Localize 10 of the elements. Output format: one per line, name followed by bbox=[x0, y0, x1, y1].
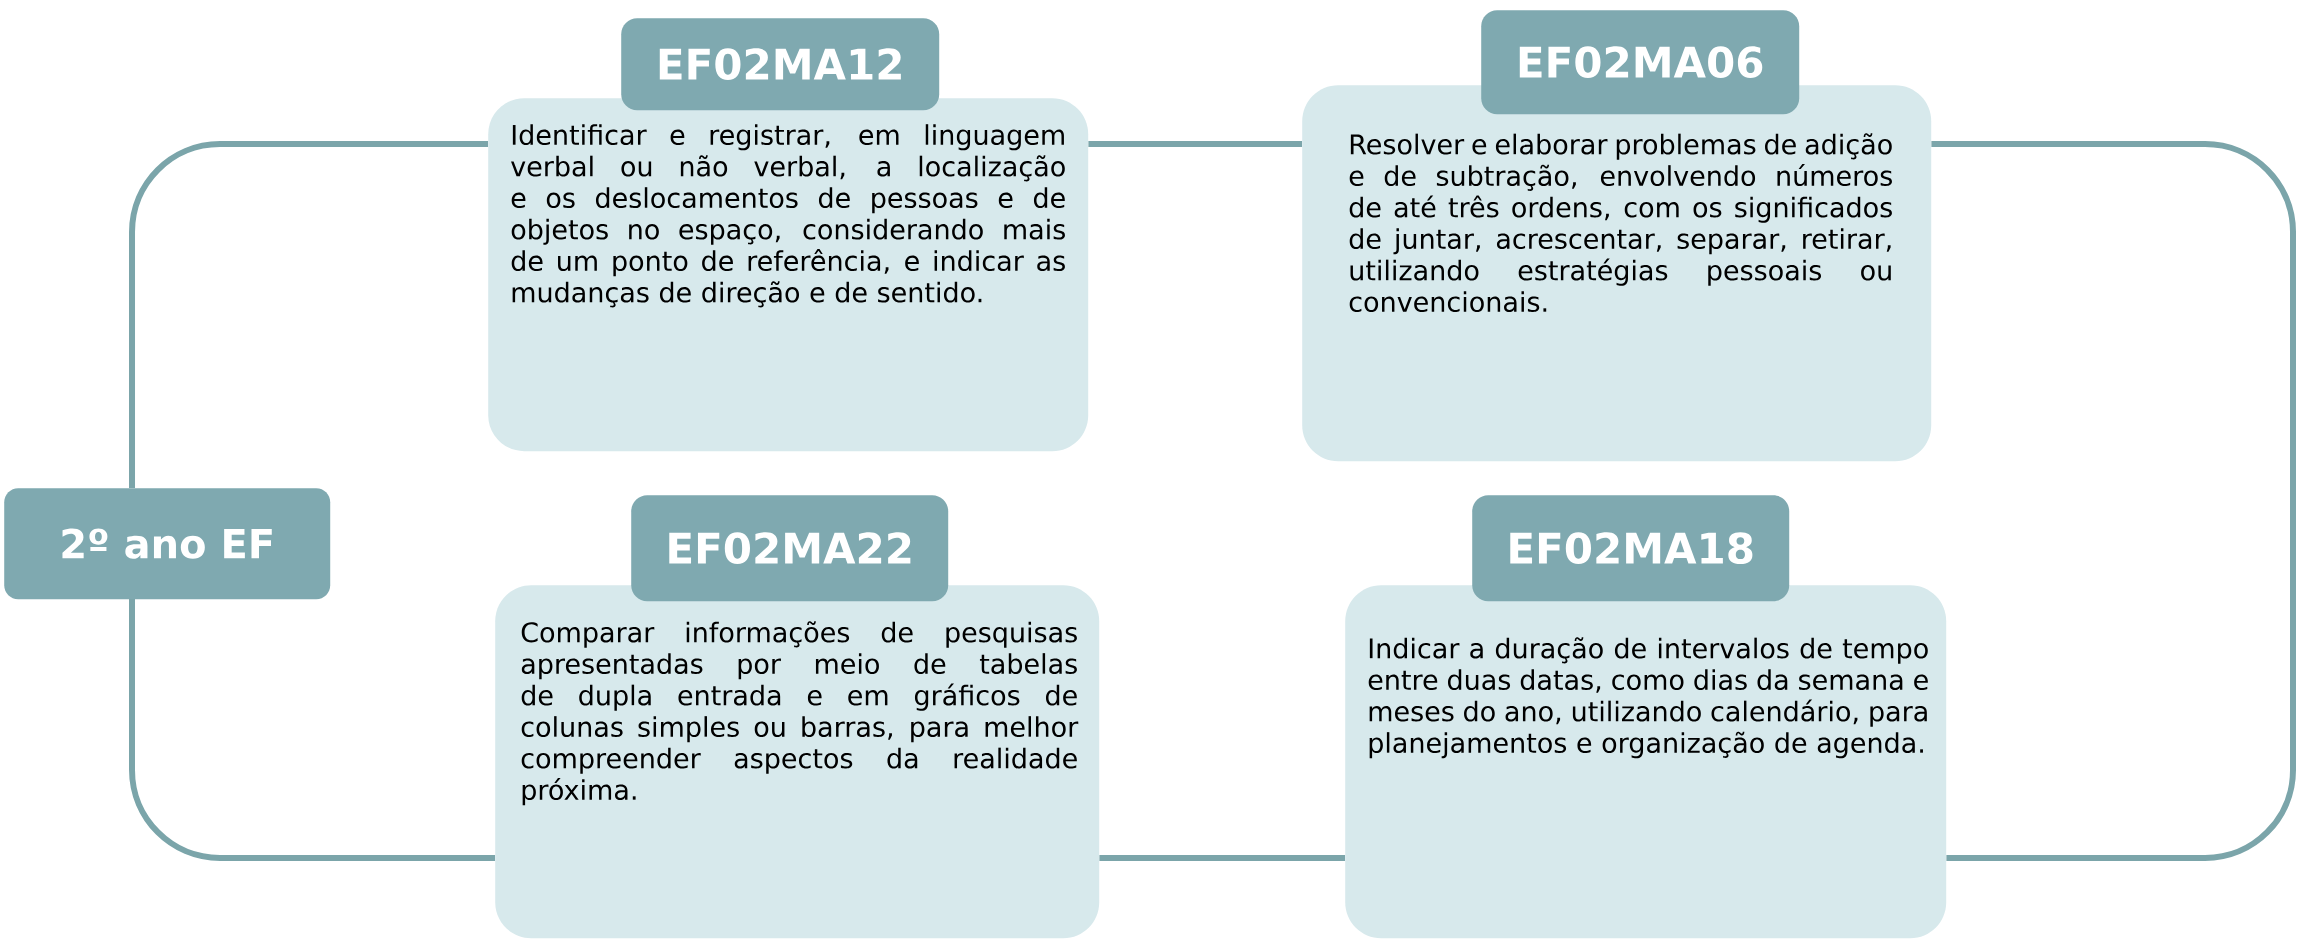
heading-tab: EF02MA22 bbox=[631, 495, 949, 602]
heading-tab: EF02MA12 bbox=[621, 18, 940, 111]
heading-tab: EF02MA06 bbox=[1481, 10, 1800, 115]
card-box: Resolver e elaborar problemas de adição e de subtração, envolvendo números de até três ordens, com os significados de juntar, acrescentar, separar, retirar, utilizando estratégias pessoais ou convencionais. bbox=[1302, 85, 1932, 462]
heading-tab: EF02MA18 bbox=[1472, 495, 1790, 602]
card-box: Indicar a duração de intervalos de tempo entre duas datas, como dias da semana e meses do ano, utilizando calendário, para planejamentos e organização de agenda. bbox=[1345, 585, 1947, 939]
card-box: Comparar informações de pesquisas apresentadas por meio de tabelas de dupla entrada e em gráficos de colunas simples ou barras, para melhor compreender aspectos da realidade próxima. bbox=[495, 585, 1100, 939]
card-box: Identificar e registrar, em linguagem verbal ou não verbal, a localização e os deslocamentos de pessoas e de objetos no espaço, considerando mais de um ponto de referência, e indicar as mudanças de direção e de sentido. bbox=[488, 98, 1089, 452]
title-box: 2º ano EF bbox=[4, 488, 331, 600]
connector-line bbox=[1931, 141, 2296, 861]
